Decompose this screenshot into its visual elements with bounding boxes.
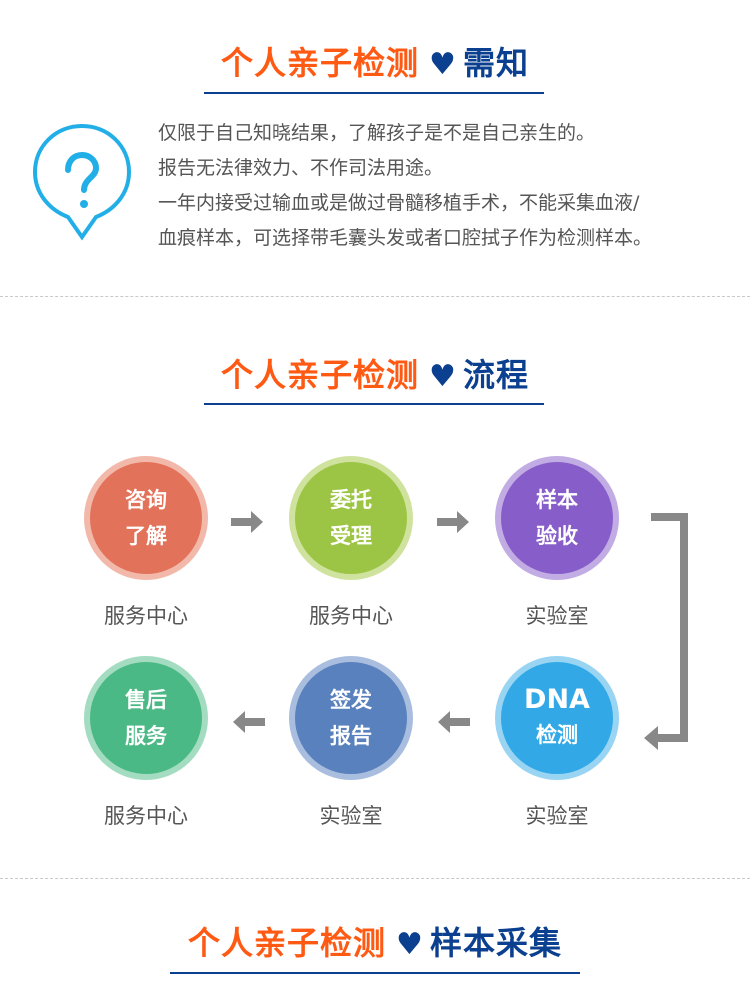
title-underline — [204, 92, 544, 94]
step-circle: 样本验收 — [495, 456, 619, 580]
heart-icon: ♥ — [429, 359, 457, 394]
heart-icon: ♥ — [429, 47, 457, 82]
section-title-notice: 个人亲子检测♥需知 — [221, 44, 529, 82]
connector-arrow-icon — [644, 513, 688, 750]
notice-item: 一年内接受过输血或是做过骨髓移植手术，不能采集血液/ — [158, 192, 640, 214]
step-title-line2: 受理 — [330, 524, 372, 548]
section-title-sample: 个人亲子检测♥样本采集 — [188, 924, 562, 962]
arrow-right-icon — [231, 511, 263, 533]
arrow-left-icon — [233, 711, 265, 733]
step-title-line1: 售后 — [125, 688, 167, 712]
arrow-left-icon — [438, 711, 470, 733]
step-location: 服务中心 — [309, 604, 393, 628]
step-title-line2: 检测 — [536, 723, 578, 747]
step-title-line2: 了解 — [125, 524, 167, 548]
step-title-line1: 样本 — [536, 488, 578, 512]
step-title-line2: 验收 — [536, 524, 578, 548]
step-circle: DNA 检测 — [495, 656, 619, 780]
step-location: 服务中心 — [104, 604, 188, 628]
divider — [0, 296, 750, 297]
step-circle: 委托受理 — [289, 456, 413, 580]
step-location: 实验室 — [525, 804, 589, 828]
step-title-line2: 服务 — [125, 724, 167, 748]
section-title-process: 个人亲子检测♥流程 — [221, 356, 529, 394]
divider — [0, 878, 750, 879]
step-title-line1: 委托 — [330, 488, 372, 512]
step-title-line2: 报告 — [330, 724, 372, 748]
step-circle: 售后服务 — [84, 656, 208, 780]
title-underline — [170, 972, 580, 974]
notice-item: 血痕样本，可选择带毛囊头发或者口腔拭子作为检测样本。 — [158, 227, 653, 249]
step-circle: 咨询了解 — [84, 456, 208, 580]
step-location: 实验室 — [525, 604, 589, 628]
arrow-right-icon — [437, 511, 469, 533]
step-location: 服务中心 — [104, 804, 188, 828]
heart-icon: ♥ — [396, 927, 424, 962]
step-title-line1: 咨询 — [125, 488, 167, 512]
question-bubble-icon — [30, 122, 134, 246]
notice-item: 报告无法律效力、不作司法用途。 — [158, 157, 444, 179]
notice-item: 仅限于自己知晓结果，了解孩子是不是自己亲生的。 — [158, 122, 596, 144]
step-title-line1: 签发 — [330, 688, 372, 712]
step-circle: 签发报告 — [289, 656, 413, 780]
notice-list: 仅限于自己知晓结果，了解孩子是不是自己亲生的。 报告无法律效力、不作司法用途。 … — [158, 116, 652, 256]
title-underline — [204, 403, 544, 405]
step-location: 实验室 — [319, 804, 383, 828]
step-title-line1: DNA — [524, 684, 590, 715]
